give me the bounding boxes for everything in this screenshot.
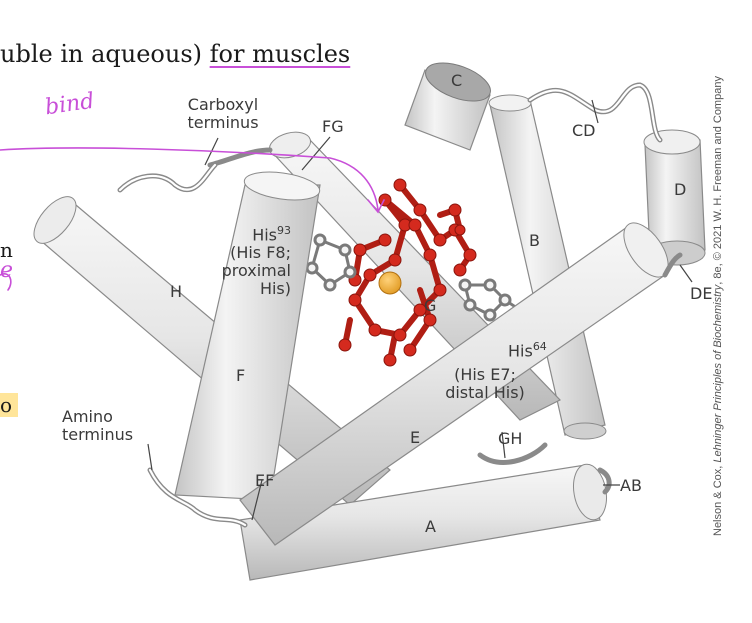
label-distal-his-detail: (His E7; distal His) <box>440 366 530 402</box>
carboxyl-line-1: Carboxyl <box>187 95 259 114</box>
label-helix-B: B <box>529 231 540 250</box>
carboxyl-line-2: terminus <box>187 113 259 132</box>
proximal-his-line-4: His) <box>259 279 291 299</box>
label-carboxyl-terminus: Carboxyl terminus <box>183 96 263 132</box>
label-distal-his: His64 <box>508 338 547 360</box>
label-loop-DE: DE <box>690 284 713 303</box>
margin-text-e: e <box>0 258 14 283</box>
credit-authors: Nelson & Cox, <box>712 462 724 536</box>
label-helix-F: F <box>236 366 246 385</box>
distal-his-name: His <box>508 341 533 361</box>
label-helix-A: A <box>425 517 436 536</box>
label-helix-G: G <box>424 296 437 315</box>
label-loop-FG: FG <box>322 117 344 136</box>
label-amino-terminus: Amino terminus <box>62 408 133 444</box>
header-prefix: uble in aqueous) <box>0 40 210 68</box>
label-proximal-his: His93 (His F8; proximal His) <box>217 222 291 298</box>
amino-line-1: Amino <box>62 407 113 426</box>
label-loop-GH: GH <box>498 429 523 448</box>
margin-text-o: o <box>0 393 19 417</box>
header-sentence: uble in aqueous) for muscles <box>0 40 350 68</box>
helix-A <box>239 463 607 581</box>
credit-book-title: Lehninger Principles of Biochemistry <box>712 284 724 463</box>
proximal-his-name: His <box>252 225 277 245</box>
proximal-his-line-2: (His F8; <box>230 243 291 263</box>
label-helix-C: C <box>451 71 463 90</box>
helix-E <box>239 222 669 546</box>
label-helix-H: H <box>170 282 183 301</box>
figure-credit: Nelson & Cox, Lehninger Principles of Bi… <box>712 76 724 536</box>
proximal-histidine <box>305 233 357 292</box>
leader-lines <box>147 99 693 521</box>
helix-C <box>404 62 491 151</box>
proximal-his-line-3: proximal <box>221 261 291 281</box>
label-loop-CD: CD <box>572 121 596 140</box>
label-loop-EF: EF <box>255 471 275 490</box>
margin-text-n: n <box>0 238 13 262</box>
amino-line-2: terminus <box>62 425 134 444</box>
label-helix-E: E <box>410 428 421 447</box>
label-helix-D: D <box>674 180 687 199</box>
header-underlined: for muscles <box>209 40 351 68</box>
distal-his-line-2: (His E7; <box>454 365 516 384</box>
loop-highlights <box>118 83 662 527</box>
proximal-his-number: 93 <box>277 224 291 237</box>
distal-his-line-3: distal His) <box>445 383 525 402</box>
heme-atoms <box>338 178 477 367</box>
iron-atom <box>378 271 402 295</box>
pink-annotation-strokes <box>0 147 385 291</box>
label-loop-AB: AB <box>620 476 642 495</box>
credit-publisher: , 8e, © 2021 W. H. Freeman and Company <box>712 76 724 285</box>
distal-his-number: 64 <box>532 340 547 353</box>
